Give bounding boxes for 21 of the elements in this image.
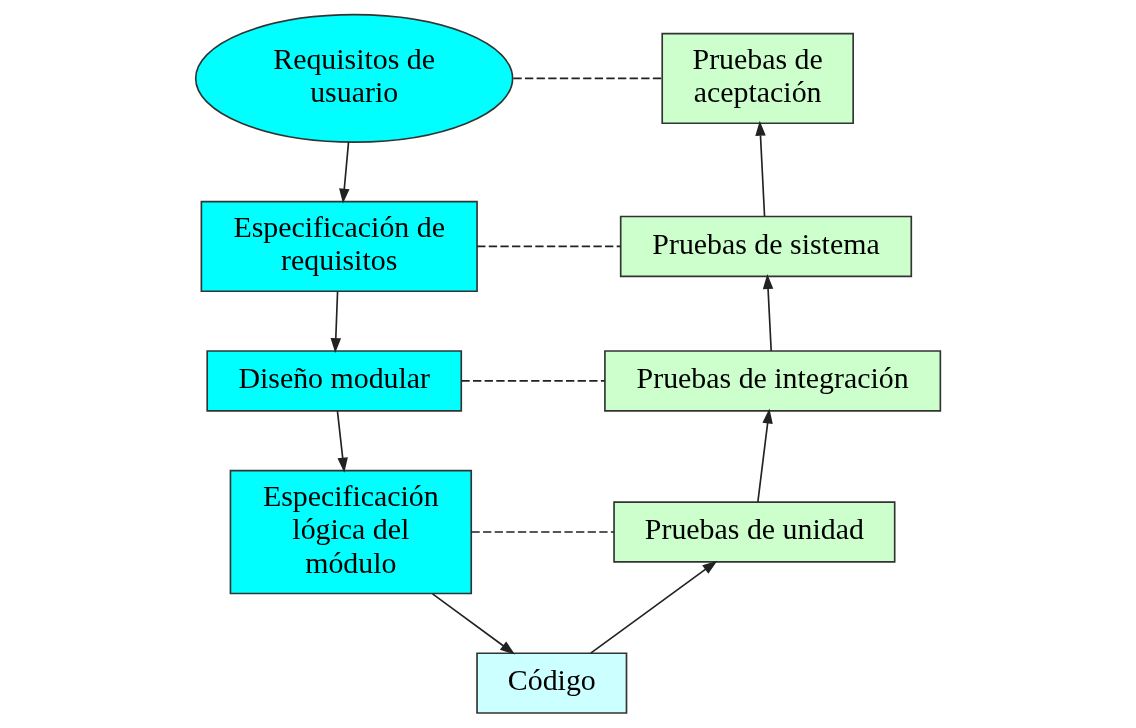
- node-box: Especificación lógica del módulo: [229, 469, 473, 595]
- node-box: Especificación de requisitos: [200, 200, 478, 293]
- node-box: Pruebas de aceptación: [661, 32, 854, 125]
- node-box: Pruebas de unidad: [613, 501, 896, 563]
- arrow: [755, 120, 766, 218]
- arrow: [339, 141, 350, 204]
- connector: [460, 380, 606, 382]
- node-box: Código: [476, 652, 628, 714]
- arrow: [431, 592, 516, 655]
- arrow: [589, 560, 718, 654]
- node-box: Diseño modular: [206, 350, 463, 412]
- connector: [470, 531, 615, 533]
- connector: [512, 77, 663, 80]
- arrow: [762, 274, 774, 352]
- connector: [476, 245, 622, 248]
- arrow: [757, 408, 773, 503]
- node-box: Pruebas de sistema: [619, 215, 913, 278]
- node-box: Pruebas de integración: [604, 350, 942, 412]
- arrow: [336, 410, 348, 473]
- node-ellipse: Requisitos de usuario: [194, 13, 514, 143]
- arrow: [330, 290, 342, 354]
